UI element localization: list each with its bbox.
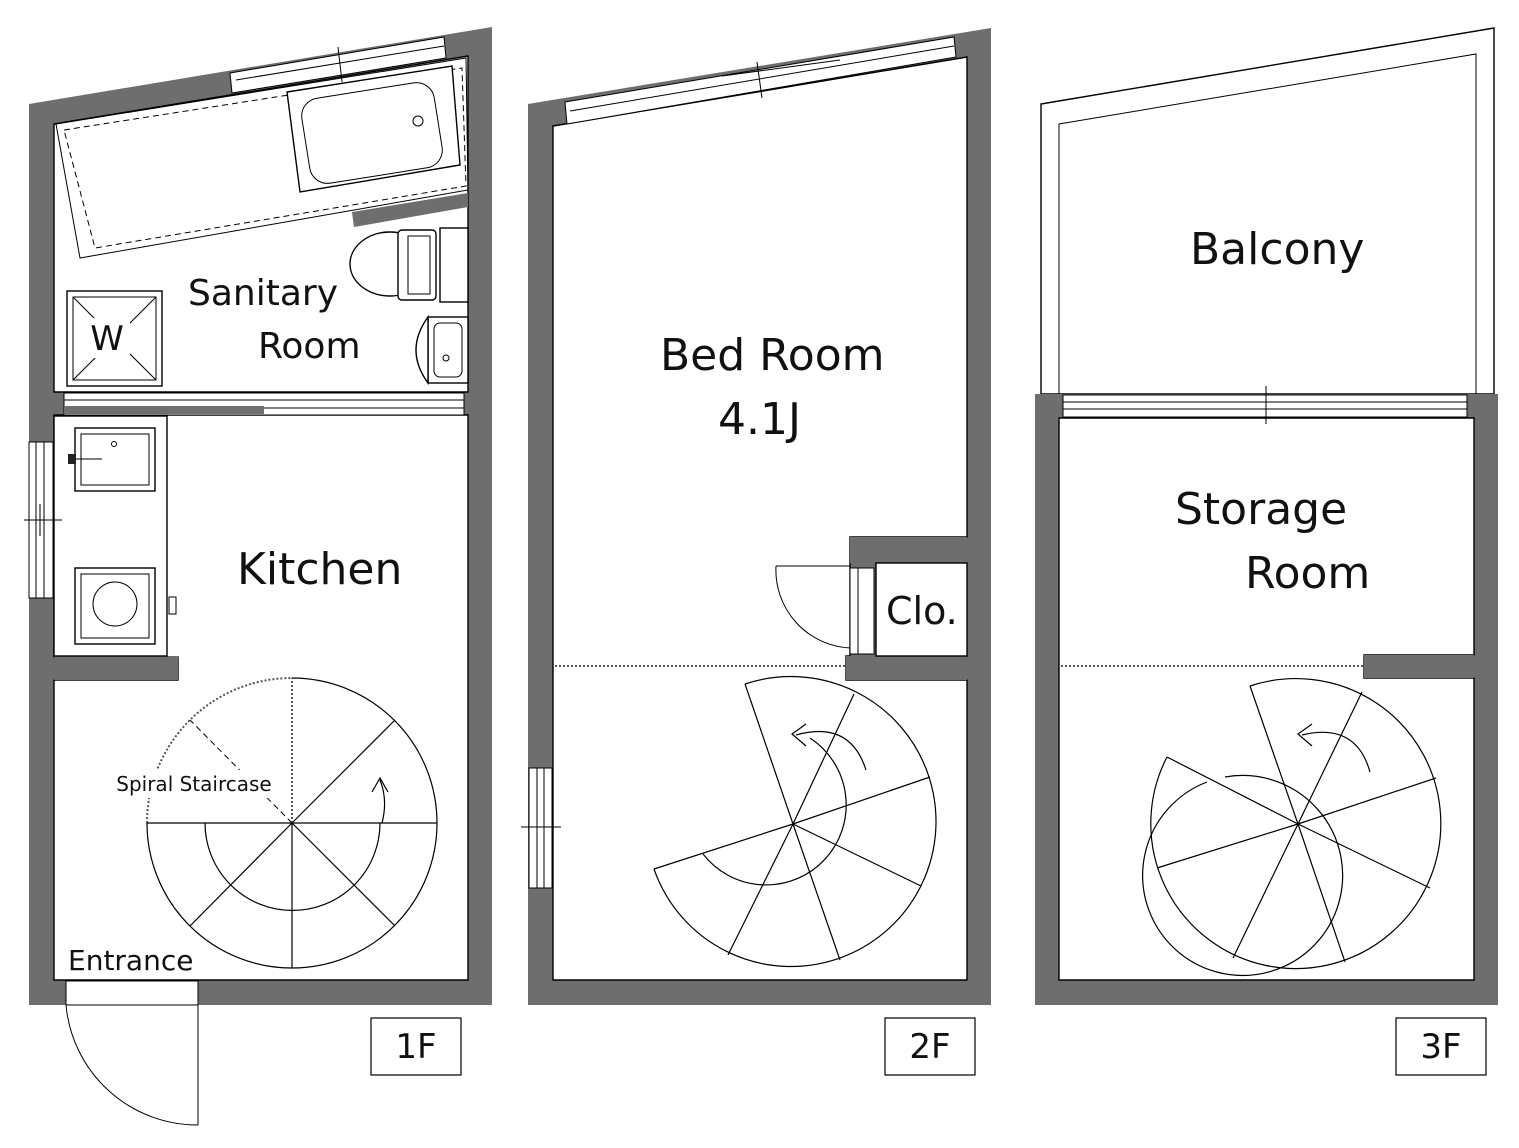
storage-room-label-line1: Storage	[1175, 484, 1347, 535]
closet-area	[875, 562, 968, 657]
balcony-window	[1062, 386, 1468, 424]
stove	[74, 567, 177, 645]
2f-side-window	[521, 767, 561, 889]
floor-1f: W	[24, 27, 492, 1126]
entrance-door[interactable]	[65, 980, 199, 1126]
bed-room-size: 4.1J	[718, 394, 801, 445]
floor-2f: Bed Room 4.1J Clo. 2F	[521, 28, 991, 1076]
floor-2f-label: 2F	[909, 1027, 950, 1067]
floor-3f: Balcony Storage Room 3F	[1035, 27, 1498, 1076]
balcony-area	[1040, 27, 1495, 395]
kitchen-counter-wall	[54, 656, 178, 680]
1f-top-window	[229, 36, 447, 94]
spiral-staircase-2f	[653, 675, 937, 968]
floor-badge-3f: 3F	[1395, 1017, 1487, 1076]
toilet	[349, 227, 469, 303]
bed-room-label: Bed Room	[660, 330, 884, 381]
balcony-label: Balcony	[1190, 224, 1364, 275]
floor-3f-label: 3F	[1420, 1027, 1461, 1067]
kitchen-sink	[68, 427, 156, 492]
spiral-staircase-3f	[1142, 678, 1442, 977]
spiral-staircase-label: Spiral Staircase	[116, 772, 271, 796]
bathtub	[286, 65, 461, 193]
closet-label: Clo.	[886, 589, 958, 633]
bed-room-area	[552, 56, 968, 981]
kitchen-label: Kitchen	[237, 544, 402, 595]
sanitary-room-label-line2: Room	[258, 326, 361, 367]
spiral-staircase-1f: Spiral Staircase	[110, 677, 438, 969]
floor-badge-1f: 1F	[370, 1017, 462, 1076]
sanitary-room-label-line1: Sanitary	[188, 273, 338, 314]
washer-label: W	[90, 319, 124, 359]
floor-badge-2f: 2F	[884, 1017, 976, 1076]
floor-1f-label: 1F	[395, 1027, 436, 1067]
1f-side-window	[24, 441, 62, 599]
wash-basin	[415, 314, 469, 386]
entrance-label: Entrance	[68, 944, 193, 977]
closet-door[interactable]	[775, 565, 875, 655]
2f-top-window	[564, 36, 957, 125]
storage-room-label-line2: Room	[1245, 548, 1370, 599]
washer-pan: W	[66, 290, 163, 387]
